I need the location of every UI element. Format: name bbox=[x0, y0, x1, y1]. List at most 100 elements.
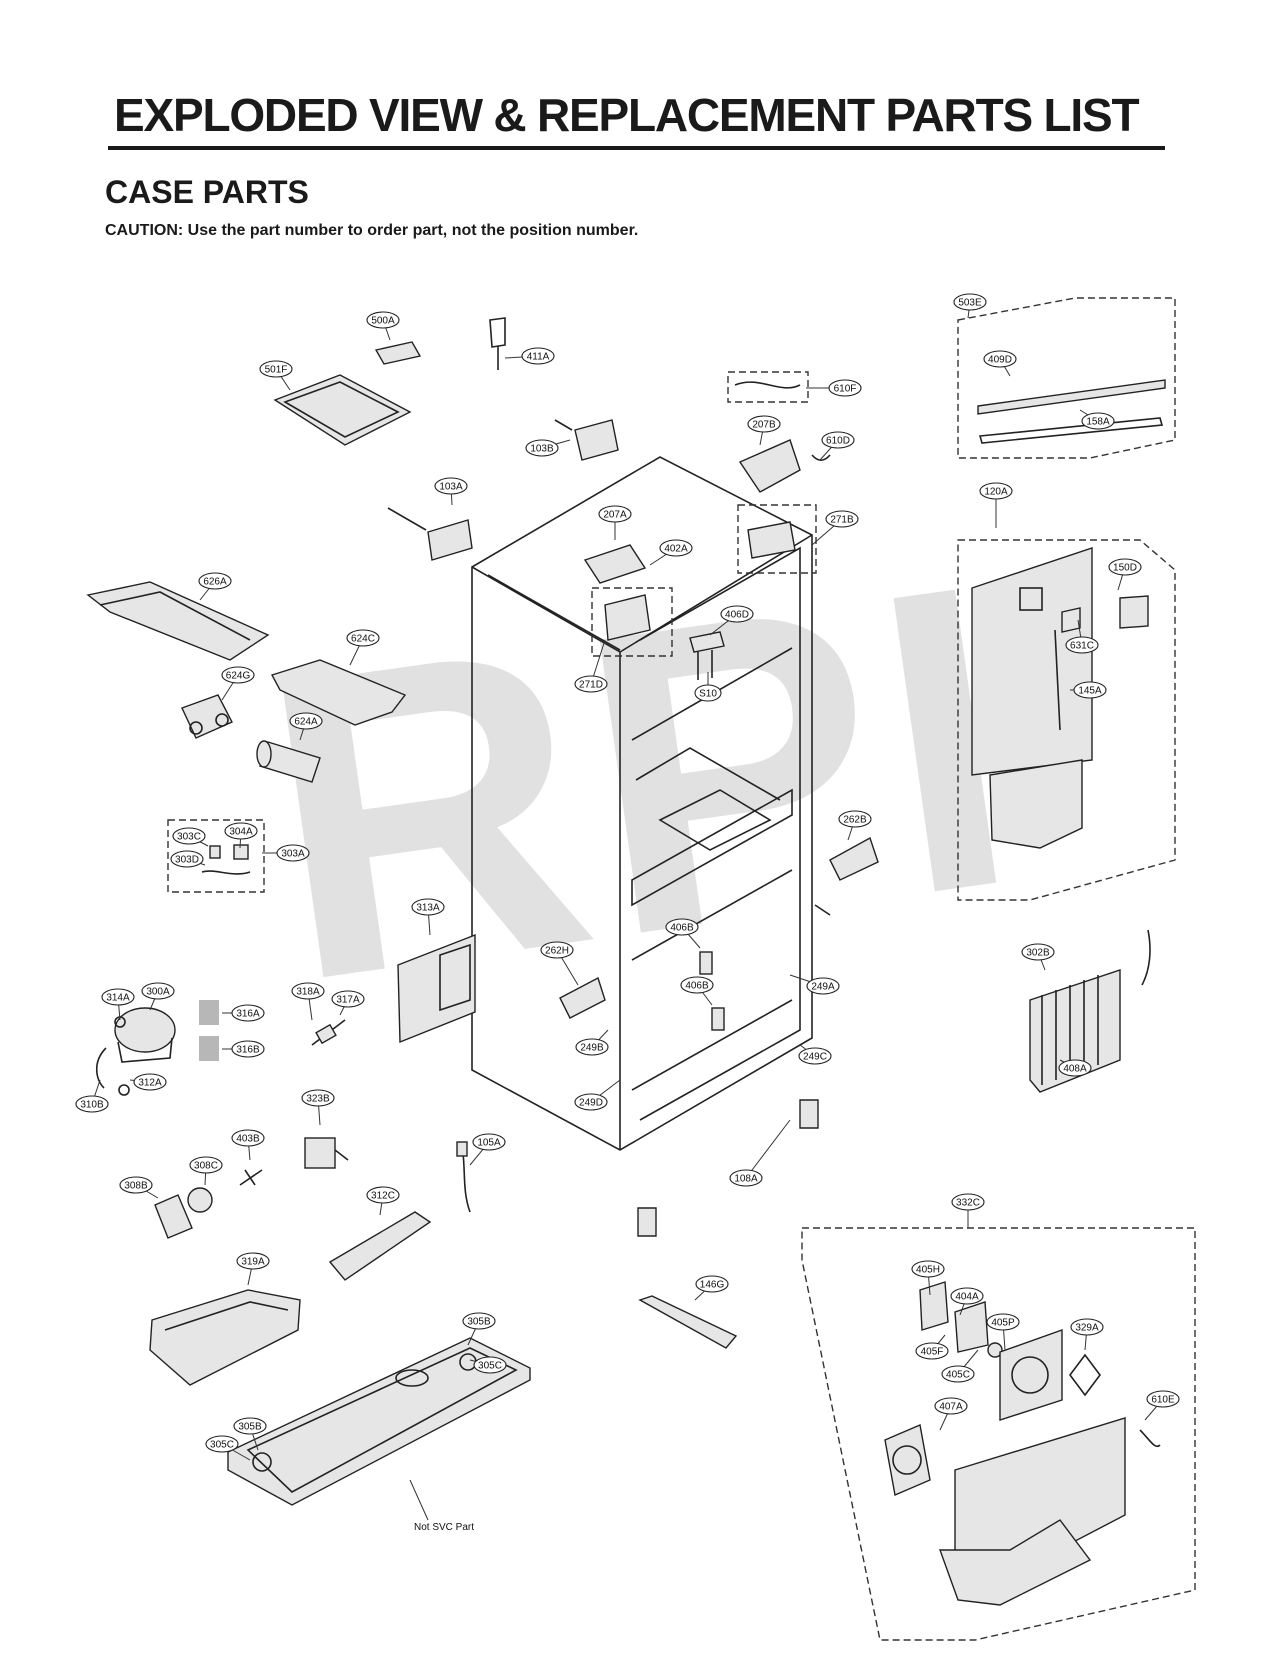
callout-249a: 249A bbox=[806, 977, 840, 995]
callout-label: 403B bbox=[236, 1134, 260, 1145]
callout-label: 610F bbox=[834, 384, 857, 395]
callout-label: 249D bbox=[579, 1098, 603, 1109]
callout-318a: 318A bbox=[291, 982, 325, 1000]
callout-305b: 305B bbox=[462, 1312, 496, 1330]
callout-s10: S10 bbox=[694, 684, 722, 702]
callout-500a: 500A bbox=[366, 311, 400, 329]
machine-cover-part bbox=[149, 1289, 301, 1386]
base-plate bbox=[227, 1337, 531, 1506]
callout-label: 304A bbox=[229, 827, 253, 838]
callout-332c: 332C bbox=[951, 1193, 985, 1211]
not-svc-part-leader bbox=[409, 1479, 429, 1521]
callout-label: 405H bbox=[916, 1265, 940, 1276]
callout-label: 503E bbox=[958, 298, 982, 309]
callout-316b: 316B bbox=[231, 1040, 265, 1058]
callout-label: 332C bbox=[956, 1198, 980, 1209]
fan-motor-part bbox=[304, 1137, 349, 1169]
callout-label: 312C bbox=[371, 1191, 395, 1202]
callout-610f: 610F bbox=[828, 379, 862, 397]
callout-label: 500A bbox=[371, 316, 395, 327]
leader-108a bbox=[745, 1119, 791, 1179]
callout-262h: 262H bbox=[540, 941, 574, 959]
callout-402a: 402A bbox=[659, 539, 693, 557]
callout-407a: 407A bbox=[934, 1397, 968, 1415]
callout-249b: 249B bbox=[575, 1038, 609, 1056]
callout-label: 411A bbox=[527, 352, 550, 363]
callout-405h: 405H bbox=[911, 1260, 945, 1278]
callout-label: 305B bbox=[467, 1317, 491, 1328]
callout-label: 319A bbox=[241, 1257, 265, 1268]
callout-label: 314A bbox=[106, 993, 130, 1004]
callout-label: 302B bbox=[1026, 948, 1050, 959]
callout-label: 404A bbox=[955, 1292, 979, 1303]
callout-308b: 308B bbox=[119, 1176, 153, 1194]
back-cover-part bbox=[397, 933, 476, 1044]
not-svc-part-note: Not SVC Part bbox=[414, 1522, 474, 1533]
pad-parts bbox=[199, 1000, 219, 1061]
bracket-parts bbox=[387, 419, 796, 680]
callout-105a: 105A bbox=[472, 1133, 506, 1151]
callout-150d: 150D bbox=[1108, 558, 1142, 576]
callout-610d: 610D bbox=[821, 431, 855, 449]
callout-label: 120A bbox=[984, 487, 1008, 498]
callout-207a: 207A bbox=[598, 505, 632, 523]
callout-310b: 310B bbox=[75, 1095, 109, 1113]
callout-312c: 312C bbox=[366, 1186, 400, 1204]
callout-314a: 314A bbox=[101, 988, 135, 1006]
callout-label: 305C bbox=[210, 1440, 234, 1451]
callout-label: 303D bbox=[175, 855, 199, 866]
callout-label: 329A bbox=[1075, 1323, 1099, 1334]
callout-label: 145A bbox=[1078, 686, 1102, 697]
ice-tray-part bbox=[86, 581, 270, 661]
callout-316a: 316A bbox=[231, 1004, 265, 1022]
fan-housing-parts bbox=[884, 1281, 1161, 1606]
callout-103b: 103B bbox=[525, 439, 559, 457]
callout-624g: 624G bbox=[221, 666, 255, 684]
callout-405c: 405C bbox=[941, 1365, 975, 1383]
callout-303d: 303D bbox=[170, 850, 204, 868]
callout-313a: 313A bbox=[411, 898, 445, 916]
callout-label: 405C bbox=[946, 1370, 970, 1381]
leveling-legs bbox=[637, 1099, 819, 1237]
callout-label: 409D bbox=[988, 355, 1012, 366]
callout-label: 310B bbox=[80, 1100, 104, 1111]
callout-411a: 411A bbox=[521, 347, 555, 365]
callout-249d: 249D bbox=[574, 1093, 608, 1111]
callout-108a: 108A bbox=[729, 1169, 763, 1187]
callout-626a: 626A bbox=[198, 572, 232, 590]
bin-part bbox=[270, 659, 407, 726]
callout-103a: 103A bbox=[434, 477, 468, 495]
callout-405p: 405P bbox=[986, 1313, 1020, 1331]
callout-271d: 271D bbox=[574, 675, 608, 693]
callout-271b: 271B bbox=[825, 510, 859, 528]
callout-label: 610E bbox=[1151, 1395, 1175, 1406]
callout-610e: 610E bbox=[1146, 1390, 1180, 1408]
callout-label: 631C bbox=[1070, 641, 1094, 652]
callout-label: 300A bbox=[146, 987, 170, 998]
callout-label: 103A bbox=[439, 482, 463, 493]
callout-145a: 145A bbox=[1073, 681, 1107, 699]
callout-319a: 319A bbox=[236, 1252, 270, 1270]
callout-305c: 305C bbox=[205, 1435, 239, 1453]
callout-303a: 303A bbox=[276, 844, 310, 862]
callout-label: 402A bbox=[664, 544, 688, 555]
dashed-group-boxes bbox=[167, 297, 1196, 1641]
callout-label: 626A bbox=[203, 577, 227, 588]
callout-label: 150D bbox=[1113, 563, 1137, 574]
callout-323b: 323B bbox=[301, 1089, 335, 1107]
callout-631c: 631C bbox=[1065, 636, 1099, 654]
callout-305b: 305B bbox=[233, 1417, 267, 1435]
rail-parts bbox=[977, 379, 1166, 444]
callout-label: 406B bbox=[670, 923, 694, 934]
callout-label: 312A bbox=[138, 1078, 162, 1089]
callout-329a: 329A bbox=[1070, 1318, 1104, 1336]
callout-249c: 249C bbox=[798, 1047, 832, 1065]
callout-158a: 158A bbox=[1081, 412, 1115, 430]
callout-label: 146G bbox=[700, 1280, 725, 1291]
callout-305c: 305C bbox=[473, 1356, 507, 1374]
callout-labels: 500A411A501F610F503E409D158A207B610D103B… bbox=[75, 293, 1180, 1453]
callout-label: 624C bbox=[351, 634, 375, 645]
duct-part bbox=[328, 1211, 432, 1281]
callout-624c: 624C bbox=[346, 629, 380, 647]
cabinet bbox=[471, 456, 813, 1151]
